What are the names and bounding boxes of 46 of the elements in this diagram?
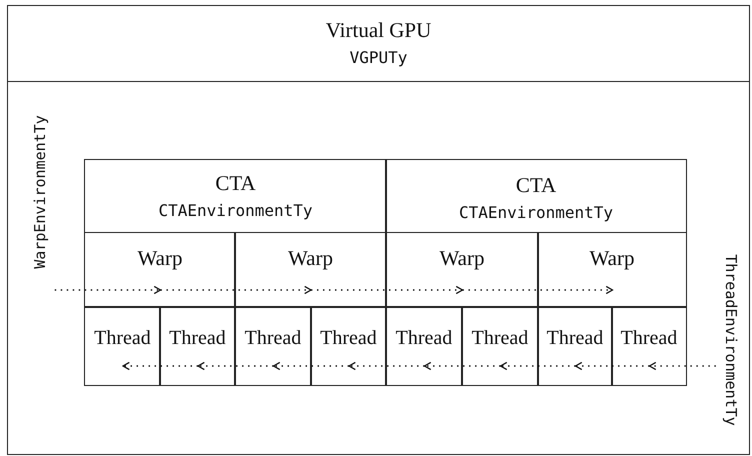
dotted-arrow xyxy=(272,362,349,370)
type-name: CTAEnvironmentTy xyxy=(458,203,614,222)
thread-box xyxy=(461,306,539,386)
dotted-arrow xyxy=(648,362,716,370)
warp-box xyxy=(84,232,236,308)
dotted-arrow xyxy=(311,286,464,294)
thread-box xyxy=(84,306,161,386)
dotted-arrow xyxy=(197,362,274,370)
thread-box xyxy=(159,306,236,386)
type-name: CTAEnvironmentTy xyxy=(158,200,313,220)
level-name: Thread xyxy=(620,327,678,349)
type-label: WarpEnvironmentTy xyxy=(30,115,49,269)
level-name: Warp xyxy=(590,247,634,270)
level-name: CTA xyxy=(516,174,556,198)
thread-box xyxy=(310,306,387,386)
thread-box xyxy=(385,306,463,386)
dotted-arrow xyxy=(500,362,576,370)
type-label: ThreadEnvironmentTy xyxy=(722,254,740,426)
dotted-arrow xyxy=(160,286,312,294)
level-name: Thread xyxy=(472,327,528,349)
level-name: Thread xyxy=(396,327,452,349)
thread-box xyxy=(234,306,312,386)
level-name: Virtual GPU xyxy=(326,19,432,42)
thread-box xyxy=(611,306,687,386)
warp-box xyxy=(234,232,387,308)
level-name: Thread xyxy=(546,327,604,349)
warp-box xyxy=(537,232,687,308)
level-name: Thread xyxy=(244,327,302,349)
level-name: Thread xyxy=(94,327,151,349)
warp-box xyxy=(385,232,539,308)
gpu-box xyxy=(7,5,750,455)
level-name: Warp xyxy=(138,247,182,270)
dotted-arrow xyxy=(462,286,614,294)
level-name: CTA xyxy=(215,172,256,195)
dotted-arrow xyxy=(348,362,424,370)
dotted-arrow xyxy=(122,362,198,370)
dotted-arrow xyxy=(574,362,650,370)
level-name: Warp xyxy=(288,247,333,270)
cta-box xyxy=(385,159,687,386)
level-name: Thread xyxy=(169,327,226,349)
dotted-arrow xyxy=(54,286,162,294)
level-name: Thread xyxy=(320,327,377,349)
level-name: Warp xyxy=(440,247,484,270)
type-name: VGPUTy xyxy=(350,48,408,68)
dotted-arrow xyxy=(424,362,500,370)
thread-box xyxy=(537,306,613,386)
